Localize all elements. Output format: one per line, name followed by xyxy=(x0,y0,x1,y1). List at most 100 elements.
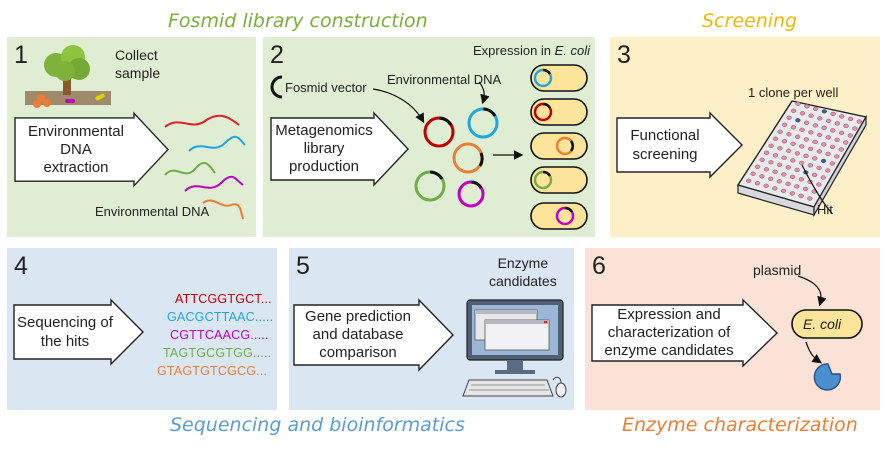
step-number: 5 xyxy=(296,252,310,280)
well xyxy=(763,150,770,155)
well xyxy=(790,158,796,163)
well xyxy=(794,184,800,189)
computer-icon xyxy=(462,299,567,398)
clone-per-well-label: 1 clone per well xyxy=(748,85,839,100)
sequence-1: ATTCGGTGCT... xyxy=(175,292,272,306)
sequencing-arrow-box: Sequencing of the hits xyxy=(13,298,145,366)
step-number: 6 xyxy=(592,252,606,280)
gene-prediction-arrow-box: Gene prediction and database comparison xyxy=(293,298,455,372)
env-dna-caption: Environmental DNA xyxy=(95,204,210,219)
well xyxy=(812,156,818,161)
fosmid-vector-label: Fosmid vector xyxy=(285,80,367,95)
well xyxy=(746,178,752,183)
well xyxy=(816,149,822,154)
well xyxy=(790,108,797,113)
well xyxy=(808,130,814,135)
fosmid-vector-icon xyxy=(270,75,283,99)
well xyxy=(754,181,761,186)
well xyxy=(790,125,797,130)
well xyxy=(781,172,787,177)
well xyxy=(776,162,783,167)
well xyxy=(781,155,787,160)
env-dna-extraction-label: Environmental DNA extraction xyxy=(28,123,124,176)
well xyxy=(785,165,791,170)
plasmid-label: plasmid xyxy=(753,262,802,278)
well xyxy=(807,146,814,151)
panel-1-collect-sample: 1 Collect sample Environmental DNA extra… xyxy=(7,37,256,237)
ecoli-cell-3 xyxy=(530,132,588,160)
well xyxy=(821,142,827,147)
hit-label: Hit xyxy=(817,202,833,217)
well xyxy=(825,151,831,156)
fosmid-library-graphic xyxy=(372,64,588,230)
well xyxy=(794,134,801,139)
functional-screening-label: Functional screening xyxy=(630,127,700,163)
well xyxy=(772,186,778,191)
sequence-2: GACGCTTAAC..... xyxy=(167,310,274,324)
well xyxy=(825,135,831,140)
well xyxy=(795,101,801,106)
header-sequencing-bioinformatics: Sequencing and bioinformatics xyxy=(170,414,465,436)
gene-prediction-label: Gene prediction and database comparison xyxy=(305,308,411,361)
well xyxy=(763,167,770,172)
well xyxy=(759,174,765,179)
well xyxy=(812,123,818,128)
well xyxy=(776,179,782,184)
ecoli-cell-2 xyxy=(530,98,588,126)
well xyxy=(795,118,801,123)
expression-ecoli-label: Expression in E. coli xyxy=(473,43,591,58)
panel-6-enzyme-characterization: 6 plasmid Expression and characterizatio… xyxy=(585,248,880,410)
expression-characterization-label: Expression and characterization of enzym… xyxy=(604,306,734,359)
enzyme-icon xyxy=(813,363,842,391)
well xyxy=(834,137,840,142)
dna-strands-graphic xyxy=(164,114,246,220)
well xyxy=(798,177,804,182)
sequencing-label: Sequencing of the hits xyxy=(17,314,113,350)
well xyxy=(838,147,844,152)
well xyxy=(799,144,805,149)
well xyxy=(755,164,761,169)
well xyxy=(820,175,826,180)
well xyxy=(786,132,792,137)
well xyxy=(772,153,779,158)
well xyxy=(786,115,792,120)
well xyxy=(803,137,809,142)
well xyxy=(780,188,787,193)
well xyxy=(843,140,849,145)
well xyxy=(839,114,845,119)
well xyxy=(820,158,827,163)
well xyxy=(799,111,806,116)
panel-3-screening: 3 1 clone per well Functional screening … xyxy=(610,37,880,237)
well xyxy=(829,144,836,149)
well xyxy=(812,106,819,111)
functional-screening-arrow-box: Functional screening xyxy=(616,111,744,179)
well xyxy=(750,171,756,176)
well xyxy=(856,119,862,124)
well xyxy=(767,176,774,181)
well xyxy=(802,186,809,191)
well xyxy=(804,104,810,109)
well xyxy=(768,160,774,165)
library-production-label: Metagenomics library production xyxy=(275,122,373,175)
well xyxy=(789,191,795,196)
well xyxy=(834,121,840,126)
well xyxy=(852,126,858,131)
header-screening: Screening xyxy=(702,10,798,32)
well xyxy=(825,168,831,173)
well xyxy=(794,151,800,156)
well xyxy=(768,143,774,148)
well xyxy=(838,130,845,135)
well xyxy=(821,125,827,131)
well xyxy=(847,116,854,121)
well xyxy=(772,136,779,141)
well xyxy=(781,122,788,127)
well xyxy=(830,128,836,133)
well xyxy=(829,161,835,166)
sequence-3: CGTTCAACG..... xyxy=(170,328,269,342)
env-dna-label: Environmental DNA xyxy=(387,72,502,87)
ecoli-label: E. coli xyxy=(803,316,842,332)
well xyxy=(807,163,813,168)
well xyxy=(759,157,765,162)
panel-2-library-production: 2 Expression in E. coli Fosmid vector En… xyxy=(263,37,595,237)
well xyxy=(785,148,792,153)
